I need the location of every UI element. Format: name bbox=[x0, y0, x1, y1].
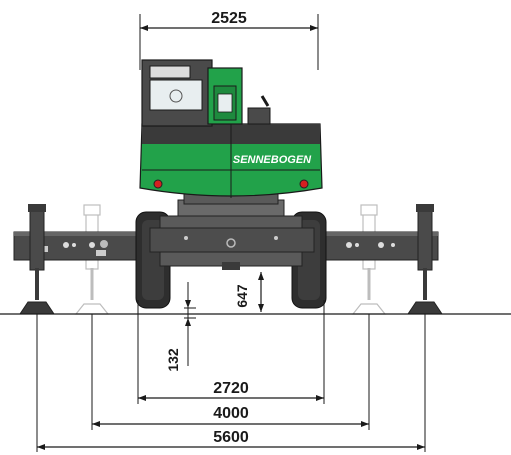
tail-light-icon bbox=[153, 179, 163, 189]
outrigger-pad-icon bbox=[407, 301, 443, 315]
outrigger-pad-icon bbox=[74, 303, 110, 315]
dimension-ground-clearance: 647 bbox=[234, 272, 264, 312]
dimension-support-width-wide: 5600 bbox=[37, 429, 425, 450]
dimension-support-width-narrow: 4000 bbox=[92, 405, 369, 427]
track-width-label: 2720 bbox=[213, 380, 249, 397]
overall-width-label: 2525 bbox=[211, 10, 247, 27]
tail-light-icon bbox=[299, 179, 309, 189]
outrigger-right bbox=[407, 204, 443, 315]
support-width-wide-label: 5600 bbox=[213, 429, 249, 446]
dimension-overall-width: 2525 bbox=[139, 10, 319, 70]
support-width-narrow-label: 4000 bbox=[213, 405, 249, 422]
boom bbox=[207, 67, 271, 125]
brand-logo: SENNEBOGEN bbox=[233, 154, 312, 166]
outrigger-left bbox=[19, 204, 55, 315]
lift-height-label: 132 bbox=[165, 348, 181, 372]
undercarriage bbox=[149, 199, 315, 270]
upper-carriage: SENNEBOGEN bbox=[139, 123, 323, 205]
dimension-lift-height: 132 bbox=[165, 282, 196, 372]
cab bbox=[141, 59, 213, 127]
outrigger-pad-icon bbox=[19, 301, 55, 315]
ground-clearance-label: 647 bbox=[234, 284, 250, 308]
outrigger-pad-icon bbox=[351, 303, 387, 315]
dimension-track-width: 2720 bbox=[138, 380, 324, 401]
